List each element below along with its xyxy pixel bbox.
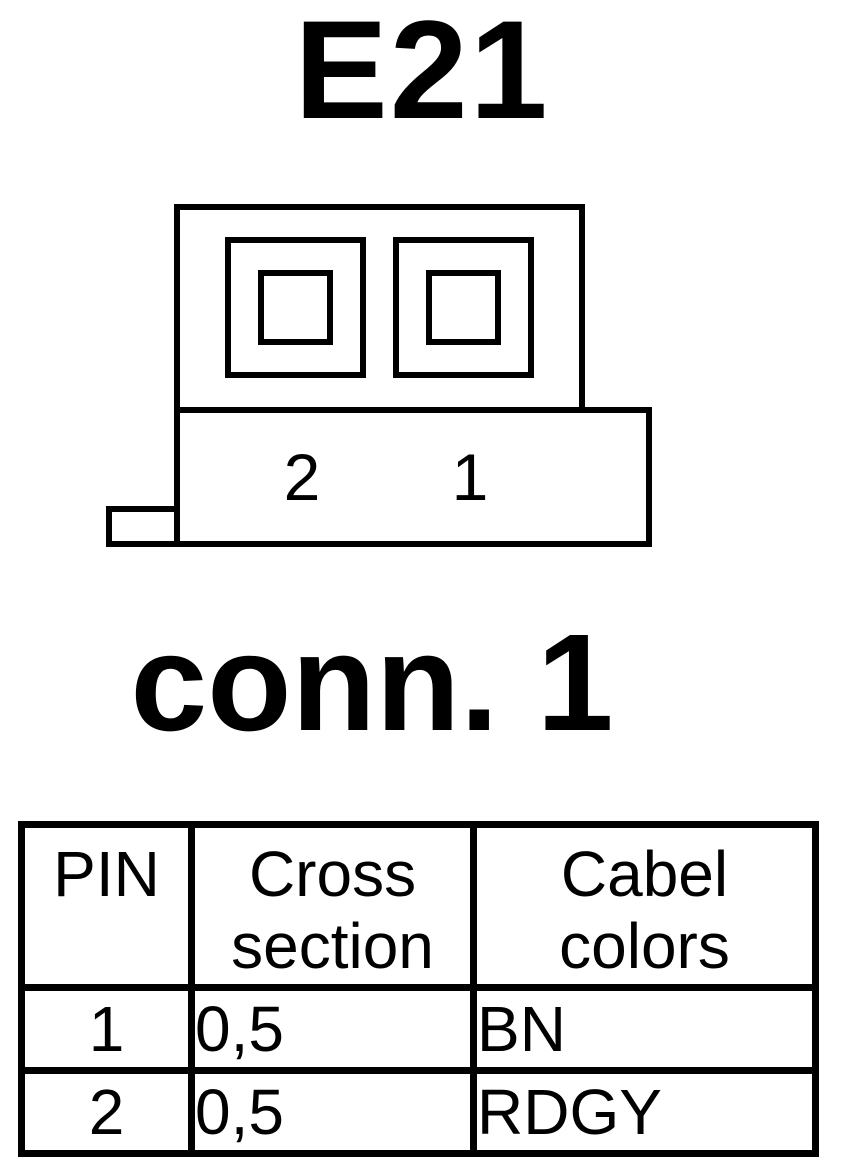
header-color-line1: Cabel (560, 838, 729, 910)
pin-number-label: 1 (452, 440, 489, 514)
connector-diagram: 2 1 (106, 204, 652, 547)
header-cross-line1: Cross (248, 838, 417, 910)
cell-pin: 2 (18, 1067, 195, 1157)
pin-contact-1 (426, 270, 501, 345)
pin-number-label: 2 (284, 440, 321, 514)
table-row: 2 0,5 RDGY (18, 1067, 819, 1157)
connector-number-text: conn. 1 (130, 606, 614, 760)
connector-id-title: E21 (0, 0, 864, 140)
table-row: 1 0,5 BN (18, 984, 819, 1074)
connector-body (174, 407, 652, 547)
cell-cross-section: 0,5 (188, 1067, 477, 1157)
cell-cable-color: RDGY (470, 1067, 819, 1157)
header-color-line2: colors (559, 910, 730, 982)
connector-latch (106, 506, 180, 547)
connector-housing-top (174, 204, 585, 410)
cell-cable-color: BN (470, 984, 819, 1074)
cell-pin: 1 (18, 984, 195, 1074)
header-pin-label: PIN (53, 838, 160, 910)
header-pin: PIN (18, 821, 195, 991)
pin-cavity-2 (225, 237, 366, 378)
connector-id-text: E21 (294, 0, 550, 148)
pin-contact-2 (258, 270, 333, 345)
connector-number-label: conn. 1 (0, 614, 864, 752)
header-cross-line2: section (231, 910, 434, 982)
cell-cross-section: 0,5 (188, 984, 477, 1074)
pin-cavity-1 (393, 237, 534, 378)
